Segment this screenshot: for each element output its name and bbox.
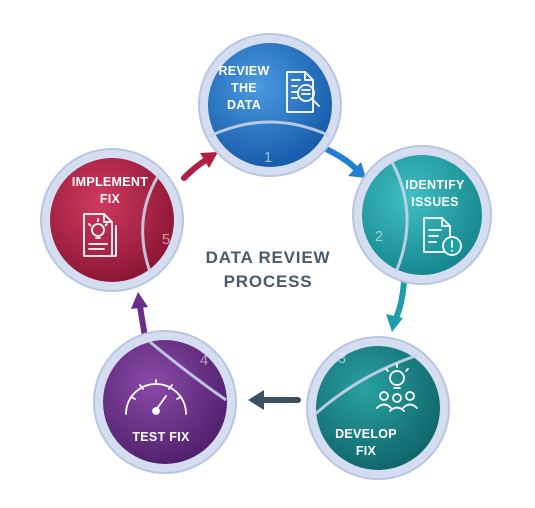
arrow-3-to-4 — [248, 390, 301, 410]
team-lightbulb-icon — [376, 363, 418, 412]
step-5-implement-fix: 5 IMPLEMENT FIX — [40, 148, 184, 292]
step-2-identify-issues: 2 IDENTIFY ISSUES — [352, 145, 492, 285]
step-4-test-fix: 4 TEST FIX — [93, 330, 237, 474]
document-lightbulb-icon — [83, 213, 117, 257]
arrow-2-to-3 — [386, 279, 407, 332]
step-5-number: 5 — [162, 231, 170, 248]
step-4-label: TEST FIX — [132, 430, 190, 444]
center-title-line-2: PROCESS — [224, 272, 313, 291]
step-3-develop-fix: 3 DEVELOP FIX — [306, 336, 450, 480]
step-2-label-line-1: IDENTIFY — [405, 178, 465, 192]
gauge-icon — [125, 379, 187, 415]
step-1-label-line-3: DATA — [227, 98, 261, 112]
step-2-label-line-2: ISSUES — [411, 195, 459, 209]
step-1-number: 1 — [264, 149, 272, 166]
step-3-label-line-2: FIX — [356, 444, 377, 458]
center-title-line-1: DATA REVIEW — [206, 248, 331, 267]
step-3-label-line-1: DEVELOP — [335, 427, 397, 441]
step-5-label-line-2: FIX — [100, 192, 121, 206]
step-3-number: 3 — [338, 350, 346, 367]
document-alert-icon — [423, 217, 462, 256]
arrow-1-to-2 — [321, 145, 366, 178]
document-magnifier-icon — [286, 71, 320, 113]
step-1-label-line-2: THE — [231, 81, 257, 95]
step-2-number: 2 — [375, 228, 383, 245]
step-1-review-data: 1 REVIEW THE DATA — [198, 33, 342, 177]
step-4-number: 4 — [200, 352, 208, 369]
step-5-label-line-1: IMPLEMENT — [72, 175, 148, 189]
arrow-5-to-1 — [181, 152, 218, 181]
step-1-label-line-1: REVIEW — [218, 64, 269, 78]
